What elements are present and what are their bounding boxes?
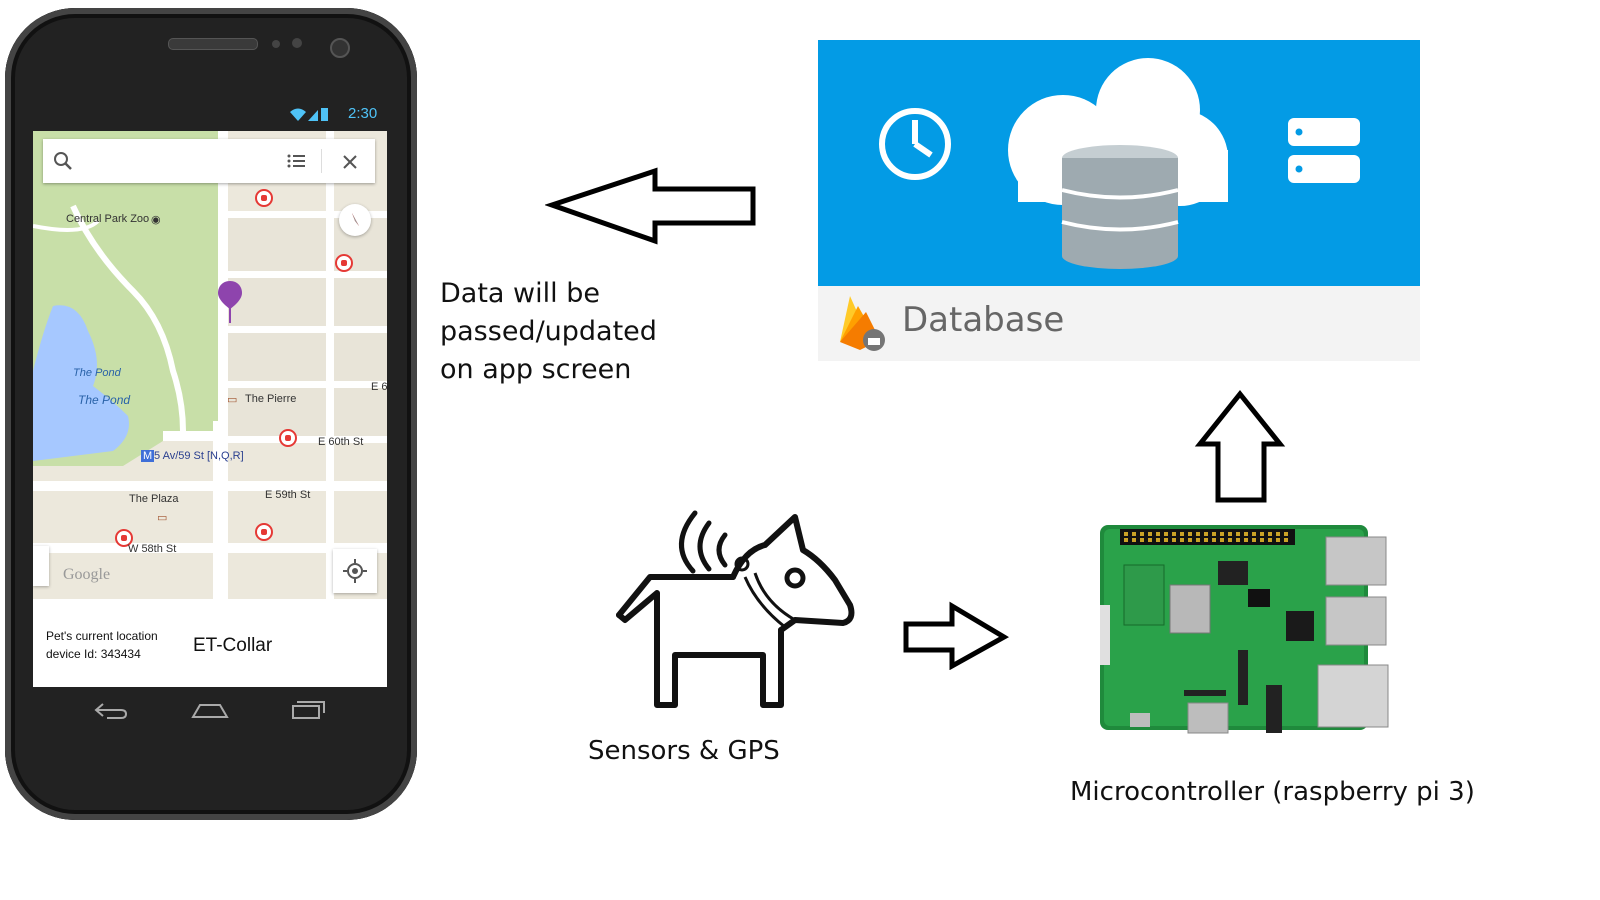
arrow-left: [545, 167, 756, 245]
cloud-database-icon: [1008, 58, 1228, 269]
data-caption-line1: Data will be passed/updated: [440, 278, 657, 347]
subway-badge: M: [141, 450, 155, 462]
data-caption-line2: on app screen: [440, 354, 632, 385]
database-footer: [818, 286, 1420, 361]
compass-icon[interactable]: [339, 204, 371, 236]
database-title: Database: [902, 300, 1065, 340]
server-icon: [1288, 118, 1360, 183]
search-icon[interactable]: [53, 151, 75, 173]
map-label: The Pierre: [245, 393, 297, 405]
poi-marker[interactable]: [279, 429, 297, 447]
map-canvas: [33, 131, 387, 599]
poi-marker[interactable]: [115, 529, 133, 547]
map-label: E 6: [371, 381, 387, 393]
info-line-2: device Id: 343434: [46, 647, 141, 661]
drawer-handle[interactable]: [33, 546, 49, 586]
map-label: The Plaza: [129, 493, 179, 505]
sensors-caption: Sensors & GPS: [588, 736, 780, 766]
app-name: ET-Collar: [193, 635, 273, 656]
dog-eye: [784, 567, 806, 589]
recents-icon[interactable]: [291, 699, 327, 721]
signal-waves-icon: [679, 510, 728, 574]
list-icon[interactable]: [287, 152, 307, 172]
hotel-icon: ▭: [227, 394, 238, 406]
clock-icon: [879, 108, 951, 180]
poi-marker[interactable]: [335, 254, 353, 272]
nav-bar: [33, 687, 387, 737]
map-label: E 59th St: [265, 489, 311, 501]
map-search-bar[interactable]: [43, 139, 375, 183]
location-pin-icon[interactable]: [217, 279, 243, 325]
phone-speaker: [168, 38, 258, 50]
signal-icons: [290, 108, 328, 121]
sensor-dot: [734, 556, 750, 572]
raspberry-pi-board: [1100, 525, 1389, 734]
close-icon[interactable]: [341, 153, 359, 171]
map-label: The Pond: [73, 367, 121, 379]
phone-camera: [330, 38, 350, 58]
status-time: 2:30: [348, 105, 378, 122]
home-icon[interactable]: [190, 701, 230, 721]
map-label: The Pond: [78, 393, 131, 407]
map-label: Central Park Zoo: [66, 213, 150, 225]
my-location-icon[interactable]: [333, 549, 377, 593]
map-label: 5 Av/59 St [N,Q,R]: [154, 450, 244, 462]
back-icon[interactable]: [93, 701, 129, 721]
google-logo: Google: [63, 566, 111, 583]
microcontroller-caption: Microcontroller (raspberry pi 3): [1070, 777, 1475, 807]
database-panel: [818, 40, 1420, 286]
map-label: W 58th St: [128, 543, 177, 555]
info-line-1: Pet's current location: [46, 629, 158, 643]
poi-marker[interactable]: [255, 523, 273, 541]
zoo-marker-icon: ◉: [151, 214, 161, 226]
firebase-logo: [840, 296, 885, 351]
phone-screen: Central Park Zoo ◉ The Pond The Pond The…: [33, 131, 387, 687]
map-view[interactable]: Central Park Zoo ◉ The Pond The Pond The…: [33, 131, 387, 599]
info-panel: Pet's current location device Id: 343434…: [33, 599, 387, 687]
arrow-up: [1194, 389, 1286, 503]
map-label: E 60th St: [318, 436, 364, 448]
status-bar: 2:30: [288, 105, 388, 125]
dog-icon: [616, 510, 855, 708]
poi-marker[interactable]: [255, 189, 273, 207]
hotel-icon: ▭: [157, 512, 168, 524]
arrow-right: [903, 601, 1010, 670]
phone-sensor: [292, 38, 302, 48]
data-caption: Data will be passed/updated on app scree…: [440, 275, 820, 389]
phone-sensor: [272, 40, 280, 48]
database-illustration: [879, 58, 1360, 269]
divider: [321, 149, 322, 173]
